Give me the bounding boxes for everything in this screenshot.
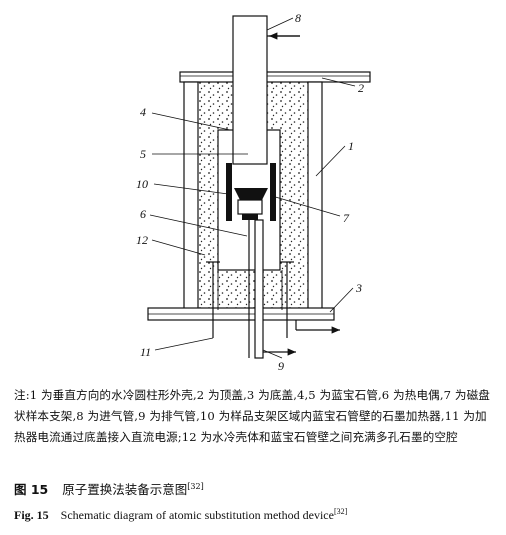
caption-cn-ref: [32]: [187, 481, 204, 491]
label-3: 3: [355, 281, 362, 295]
label-7: 7: [343, 211, 350, 225]
label-8: 8: [295, 11, 301, 25]
graphite-heater-right: [270, 163, 276, 221]
sample-holder: [234, 188, 268, 200]
label-4: 4: [140, 105, 146, 119]
label-5: 5: [140, 147, 146, 161]
graphite-heater-left: [226, 163, 232, 221]
label-12: 12: [136, 233, 148, 247]
label-11: 11: [140, 345, 151, 359]
label-6: 6: [140, 207, 146, 221]
device-diagram: 8 2 1 4 5 10 6 7 12 3 11 9: [136, 11, 371, 373]
caption-en-figno: Fig. 15: [14, 508, 49, 522]
outer-shell-right-wall: [307, 81, 323, 311]
label-10: 10: [136, 177, 148, 191]
outer-shell-left-wall: [183, 81, 199, 311]
caption-en-ref: [32]: [333, 507, 348, 516]
label-1: 1: [348, 139, 354, 153]
caption-en-text: Schematic diagram of atomic substitution…: [60, 508, 334, 522]
caption-english: Fig. 15 Schematic diagram of atomic subst…: [14, 507, 347, 523]
label-9: 9: [278, 359, 284, 373]
caption-chinese: 图 15 原子置换法装备示意图[32]: [14, 479, 204, 498]
inlet-tube: [232, 15, 268, 165]
figure-note: 注:1 为垂直方向的水冷圆柱形外壳,2 为顶盖,3 为底盖,4,5 为蓝宝石管,…: [14, 388, 490, 444]
caption-cn-figno: 图 15: [14, 482, 49, 497]
leader-lines: [149, 17, 356, 359]
top-cover: [179, 71, 371, 83]
exhaust-tube: [254, 219, 264, 359]
label-2: 2: [358, 81, 364, 95]
caption-cn-text: 原子置换法装备示意图: [62, 482, 188, 497]
